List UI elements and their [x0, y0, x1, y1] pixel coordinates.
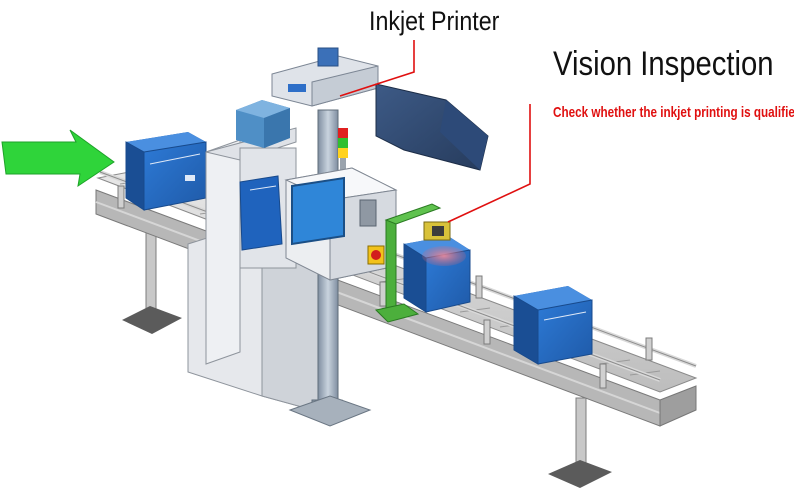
emergency-stop-icon	[367, 245, 385, 265]
vision-hood	[375, 83, 489, 171]
camera-bracket	[374, 203, 442, 323]
vision-camera	[422, 221, 466, 266]
printer-cabinet	[187, 127, 321, 413]
carton-box-4	[513, 286, 593, 365]
conveyor-legs	[122, 231, 612, 488]
vision-inspection-note: Check whether the inkjet printing is qua…	[553, 104, 794, 121]
carton-box-1	[125, 132, 207, 211]
inkjet-printer-label: Inkjet Printer	[369, 6, 500, 36]
vision-inspection-title: Vision Inspection	[553, 45, 774, 83]
signal-tower-icon	[338, 128, 348, 174]
print-head-arm	[271, 47, 379, 107]
direction-arrow-icon	[1, 129, 115, 188]
ink-cartridge-box	[236, 100, 290, 148]
vision-leader-line	[447, 104, 531, 223]
printer-leader-line	[339, 40, 415, 97]
